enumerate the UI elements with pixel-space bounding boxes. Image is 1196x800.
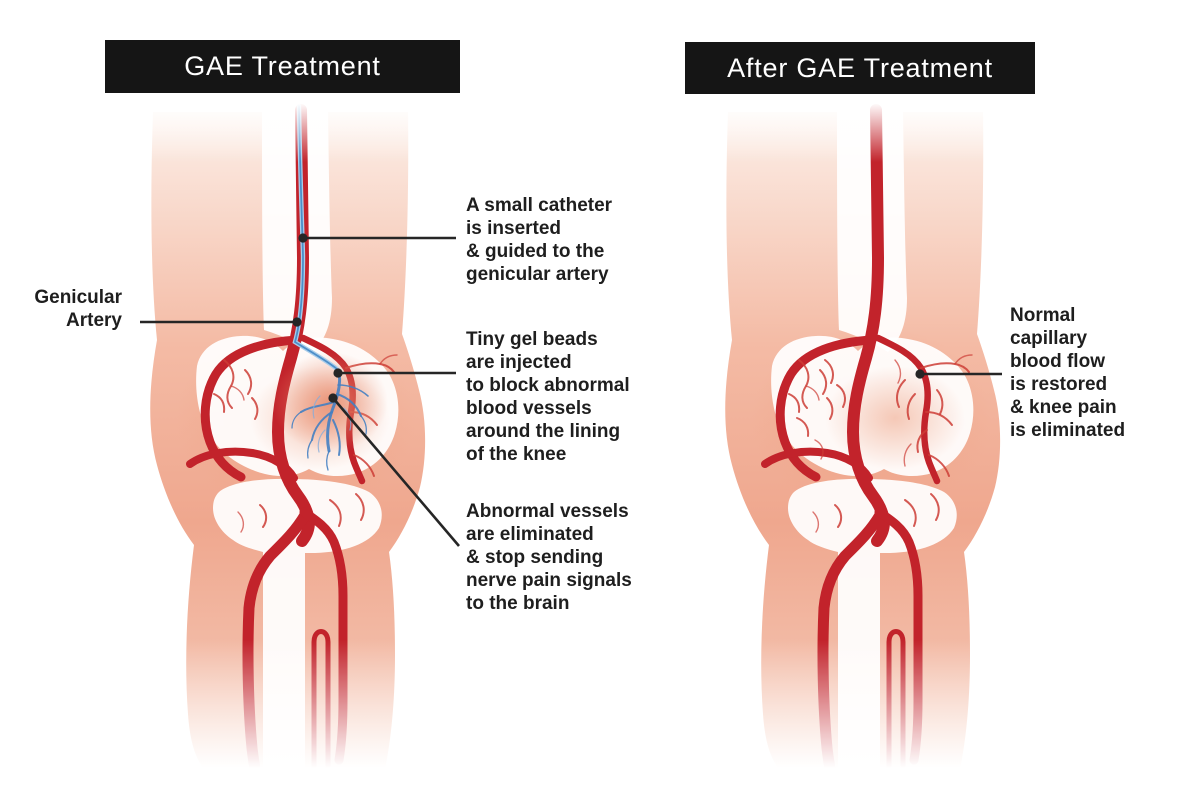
leader-dot-abnormal-vessels bbox=[328, 393, 338, 403]
leader-dot-gel-beads bbox=[333, 368, 343, 378]
panel-title-after-gae-treatment: After GAE Treatment bbox=[685, 42, 1035, 94]
label-catheter: A small catheter is inserted & guided to… bbox=[466, 195, 613, 285]
leader-line-abnormal-vessels bbox=[332, 397, 460, 547]
panel-title-text: After GAE Treatment bbox=[727, 52, 993, 83]
leader-dot-catheter bbox=[298, 233, 308, 243]
catheter-line bbox=[292, 103, 342, 375]
leader-dot-genicular-artery bbox=[292, 317, 302, 327]
label-gel-beads: Tiny gel beads are injected to block abn… bbox=[466, 329, 630, 465]
label-genicular-artery: Genicular Artery bbox=[34, 287, 122, 331]
leg-after-treatment bbox=[725, 108, 1000, 776]
bottom-fade bbox=[0, 640, 1196, 800]
panel-title-text: GAE Treatment bbox=[184, 51, 381, 81]
leader-lines bbox=[140, 233, 1002, 547]
label-abnormal-vessels: Abnormal vessels are eliminated & stop s… bbox=[466, 501, 632, 614]
top-fade bbox=[0, 92, 1196, 162]
healthy-capillaries bbox=[796, 359, 944, 467]
panel-title-gae-treatment: GAE Treatment bbox=[105, 40, 460, 93]
abnormal-vessel-network bbox=[291, 370, 369, 471]
leader-dot-normal-flow bbox=[915, 369, 925, 379]
label-normal-flow: Normal capillary blood flow is restored … bbox=[1010, 305, 1126, 441]
inflammation-glow bbox=[272, 352, 388, 452]
